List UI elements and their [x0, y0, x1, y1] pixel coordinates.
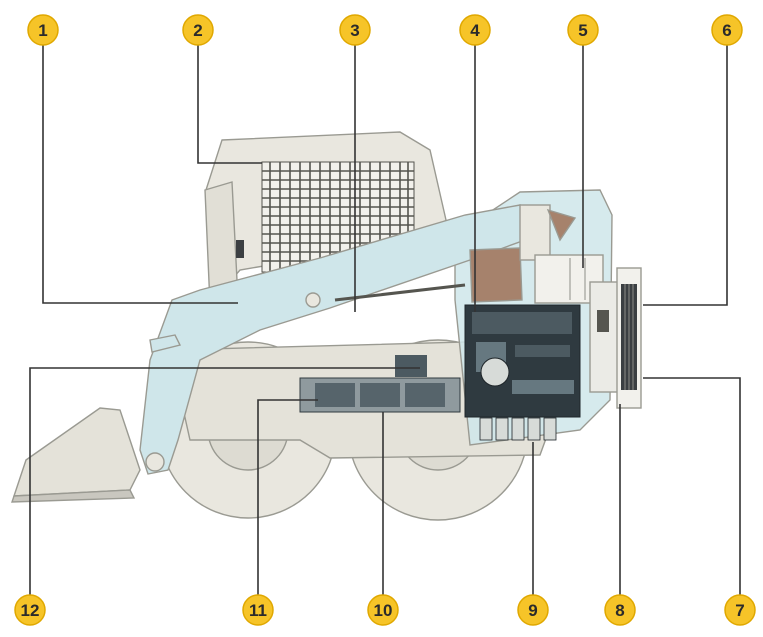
leader-line-6: [643, 45, 728, 306]
leader-line-1: [42, 45, 238, 304]
callout-10: 10: [367, 594, 399, 626]
callout-8: 8: [604, 594, 636, 626]
loader-arm: [139, 204, 526, 475]
callout-4: 4: [459, 14, 491, 46]
callout-5-number: 5: [578, 21, 587, 40]
leader-line-7: [643, 377, 741, 595]
callout-12-number: 12: [21, 601, 40, 620]
air-intake: [519, 204, 604, 304]
callout-1-number: 1: [38, 21, 47, 40]
leader-lines: [29, 45, 741, 595]
leader-line-2: [197, 45, 262, 164]
lift-cylinder: [334, 283, 466, 302]
callout-4-number: 4: [470, 21, 480, 40]
callout-9: 9: [517, 594, 549, 626]
hydraulic-pumps: [299, 355, 461, 413]
callout-3: 3: [339, 14, 371, 46]
callout-7-number: 7: [735, 601, 744, 620]
leader-line-12: [29, 367, 420, 595]
callout-2-circle: [182, 14, 214, 46]
bucket: [11, 407, 141, 503]
callout-6: 6: [711, 14, 743, 46]
callout-12-circle: [14, 594, 46, 626]
callout-5: 5: [567, 14, 599, 46]
callout-7-circle: [724, 594, 756, 626]
callout-10-circle: [367, 594, 399, 626]
engine: [464, 304, 581, 441]
callout-11: 11: [242, 594, 274, 626]
radiator: [616, 267, 642, 409]
callout-5-circle: [567, 14, 599, 46]
leader-line-11: [257, 399, 318, 595]
callout-7: 7: [724, 594, 756, 626]
fan-shroud: [589, 281, 619, 393]
callout-9-number: 9: [528, 601, 537, 620]
muffler: [469, 247, 523, 303]
callout-12: 12: [14, 594, 46, 626]
callout-6-number: 6: [722, 21, 731, 40]
callout-9-circle: [517, 594, 549, 626]
callout-6-circle: [711, 14, 743, 46]
callout-8-circle: [604, 594, 636, 626]
callout-1: 1: [27, 14, 59, 46]
callout-2: 2: [182, 14, 214, 46]
callout-11-circle: [242, 594, 274, 626]
skid-steer-loader-illustration: [11, 131, 642, 521]
callout-8-number: 8: [615, 601, 624, 620]
callout-2-number: 2: [193, 21, 202, 40]
callout-3-circle: [339, 14, 371, 46]
callout-10-number: 10: [374, 601, 393, 620]
callout-1-circle: [27, 14, 59, 46]
callout-11-number: 11: [249, 601, 267, 620]
callout-3-number: 3: [350, 21, 359, 40]
callout-4-circle: [459, 14, 491, 46]
